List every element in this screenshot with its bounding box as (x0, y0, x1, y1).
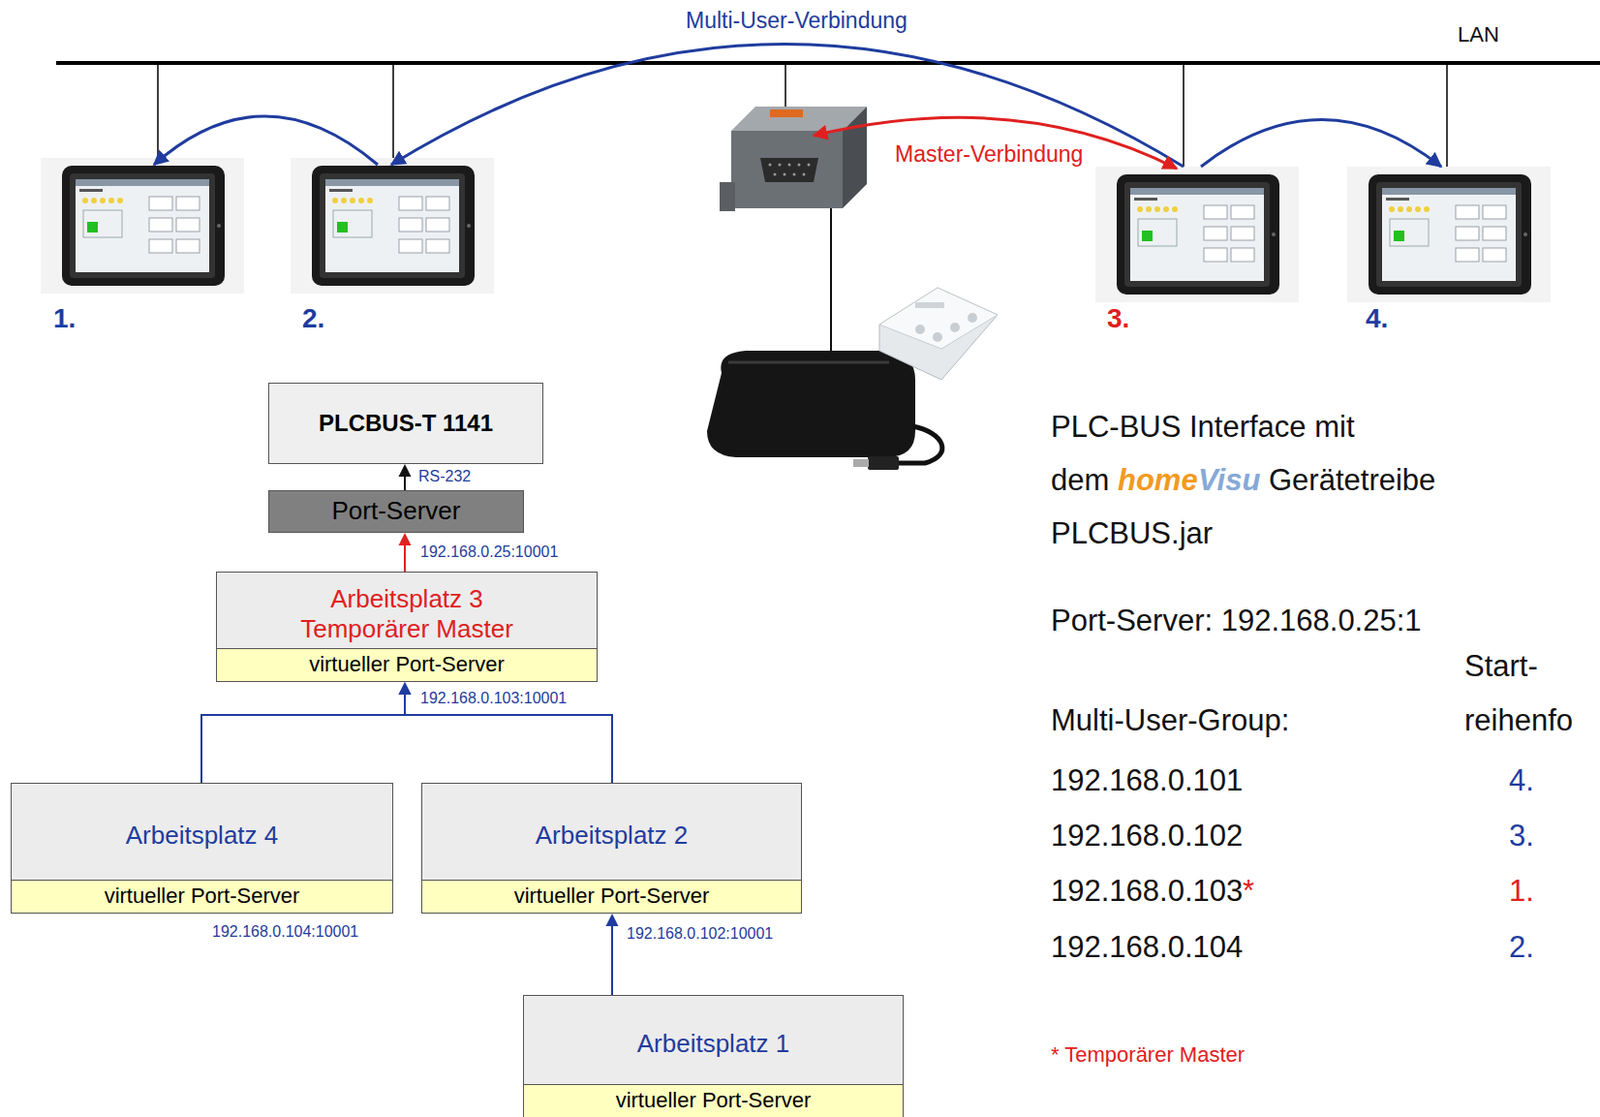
node-text: Arbeitsplatz 3 Temporärer Master (276, 584, 538, 645)
description-text: Gerätetreibe (1268, 462, 1436, 498)
connector-line (403, 475, 406, 491)
connection-address-label: 192.168.0.25:10001 (418, 543, 560, 561)
callout-number: 1. (53, 303, 76, 335)
footnote-mark: * (1242, 873, 1255, 909)
virtual-port-server-strip: virtueller Port-Server (215, 647, 598, 682)
arrowhead (399, 463, 412, 477)
connection-label: Master-Verbindung (892, 141, 1086, 167)
virtual-port-server-strip: virtueller Port-Server (10, 879, 394, 914)
node-text: Arbeitsplatz 2 (535, 820, 689, 851)
port-server-box: Port-Server (268, 490, 524, 533)
connection-address-label: 192.168.0.103:10001 (418, 689, 569, 708)
callout-number: 3. (1107, 303, 1130, 335)
virtual-port-server-strip: virtueller Port-Server (421, 879, 802, 914)
connector (201, 681, 412, 783)
description-text: dem (1050, 462, 1109, 498)
network-label: LAN (1457, 22, 1500, 47)
table-cell: 192.168.0.103 (1050, 873, 1243, 909)
connector-line (403, 544, 406, 572)
order-number: 1. (1508, 873, 1535, 909)
order-number: 4. (1508, 763, 1535, 799)
connection-address-label: 192.168.0.102:10001 (624, 924, 775, 943)
brand-name: home (1117, 462, 1199, 498)
node-text: virtueller Port-Server (308, 651, 505, 677)
node-text: Arbeitsplatz 4 (125, 820, 279, 851)
ip-address-label: 192.168.0.104:10001 (212, 923, 359, 941)
arrowhead (399, 681, 412, 695)
node-text: Arbeitsplatz 1 (637, 1028, 791, 1059)
brand-name: Visu (1198, 462, 1261, 498)
connector (399, 681, 614, 783)
table-cell: 192.168.0.104 (1050, 929, 1243, 965)
node-text: virtueller Port-Server (514, 883, 710, 909)
table-header: Start- (1464, 648, 1539, 684)
workstation-box: Arbeitsplatz 3 Temporärer Master virtuell… (215, 571, 598, 682)
connector (399, 532, 412, 572)
description-text: PLCBUS.jar (1050, 516, 1213, 552)
description-text: PLC-BUS Interface mit (1050, 409, 1355, 445)
connector-line (201, 693, 405, 783)
callout-number: 2. (302, 303, 325, 335)
connector (399, 463, 412, 491)
workstation-box: Arbeitsplatz 2 virtueller Port-Server (421, 782, 802, 914)
connector (606, 913, 619, 995)
table-header: reihenfo (1464, 703, 1573, 739)
table-cell: 192.168.0.102 (1050, 818, 1243, 854)
connection-label: Multi-User-Verbindung (685, 7, 908, 33)
table-cell: 192.168.0.101 (1050, 763, 1243, 799)
node-text: virtueller Port-Server (615, 1087, 812, 1113)
order-number: 2. (1508, 929, 1535, 965)
callout-number: 4. (1365, 303, 1388, 335)
order-number: 3. (1508, 818, 1535, 854)
table-header: Multi-User-Group: (1050, 703, 1290, 739)
connector-line (611, 924, 614, 995)
connection-address-label: RS-232 (416, 467, 473, 486)
footnote: * Temporärer Master (1050, 1042, 1245, 1067)
workstation-box: Arbeitsplatz 4 virtueller Port-Server (10, 782, 394, 914)
workstation-box: Arbeitsplatz 1 virtueller Port-Server (523, 994, 904, 1117)
node-text: PLCBUS-T 1141 (318, 409, 493, 438)
arrowhead (399, 681, 412, 695)
virtual-port-server-strip: virtueller Port-Server (523, 1083, 904, 1117)
device-box: PLCBUS-T 1141 (268, 382, 544, 464)
arrowhead (606, 913, 619, 926)
node-text: Port-Server (332, 495, 462, 526)
node-text: virtueller Port-Server (104, 883, 301, 909)
description-text: Port-Server: 192.168.0.25:1 (1050, 603, 1422, 639)
arrowhead (399, 532, 412, 546)
